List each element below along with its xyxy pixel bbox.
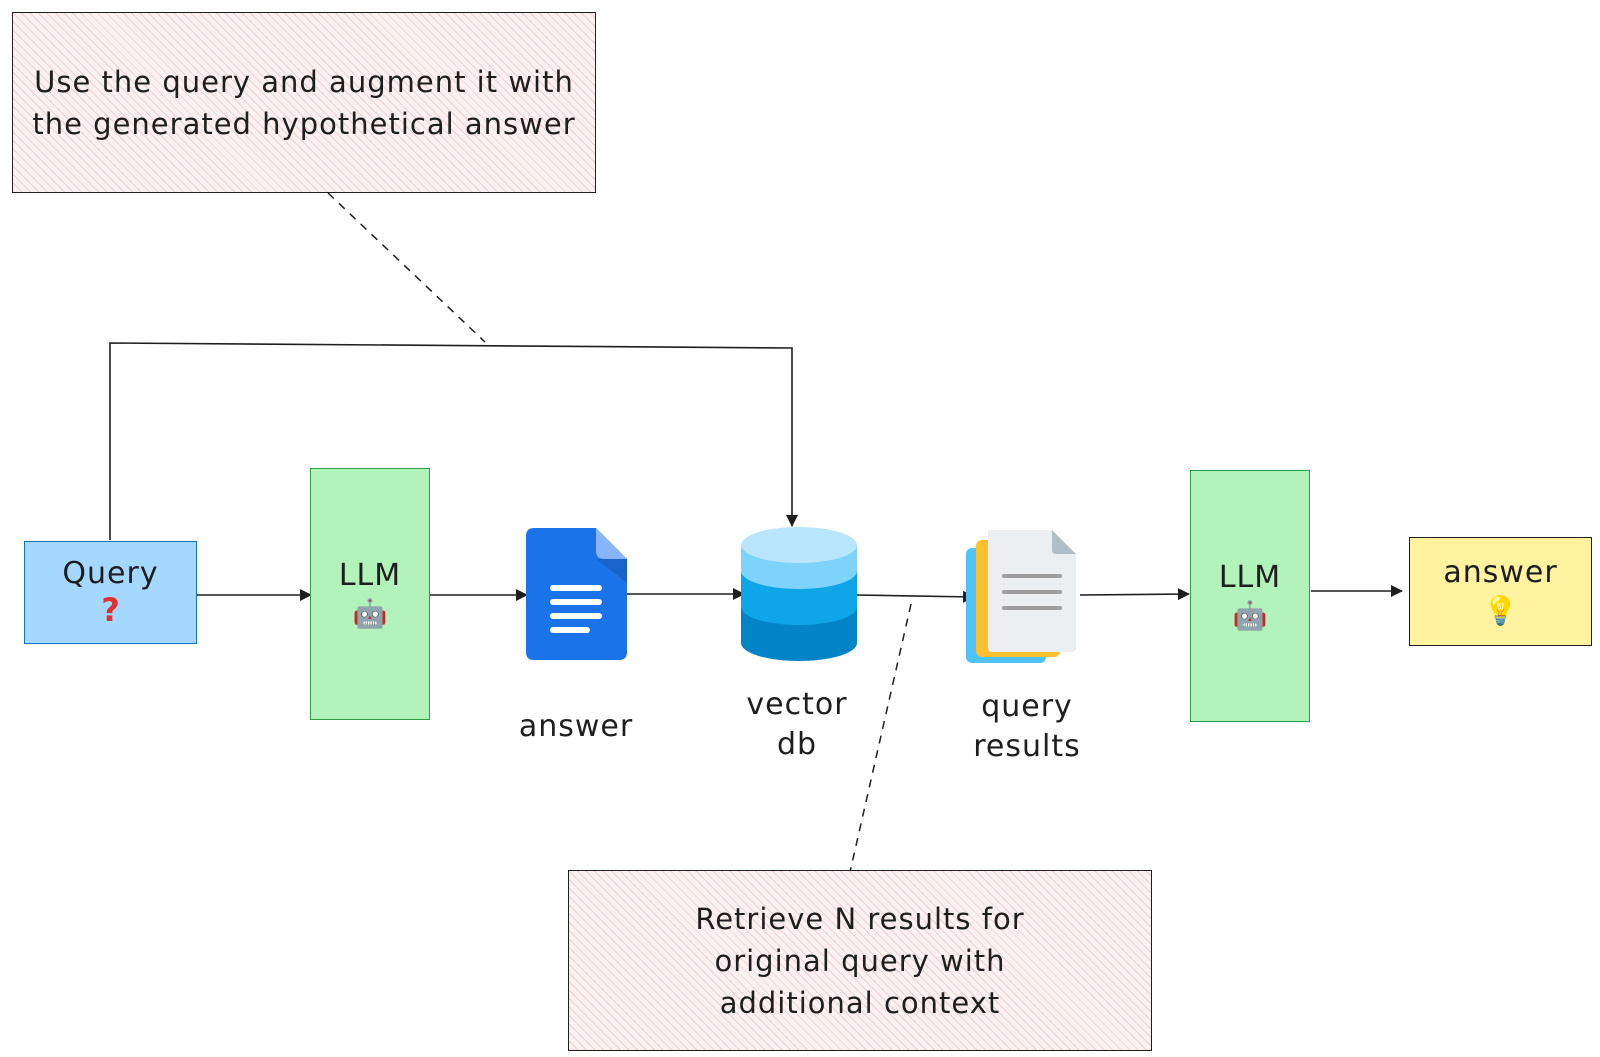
answer-caption-text: answer <box>518 709 634 744</box>
vector-db-caption: vector db <box>727 685 867 765</box>
vector-db-to-results-arrow <box>855 590 975 603</box>
top-note-text: Use the query and augment it with the ge… <box>32 64 576 141</box>
llm-node-2: LLM 🤖 <box>1190 470 1310 722</box>
top-note: Use the query and augment it with the ge… <box>12 12 596 193</box>
query-results-caption-line1: query <box>981 689 1073 724</box>
query-to-vector-db-arrow <box>109 342 798 540</box>
documents-stack-icon <box>966 530 1076 663</box>
answer-caption: answer <box>506 707 646 747</box>
question-mark-icon: ? <box>101 591 120 629</box>
query-node: Query ? <box>24 541 197 644</box>
query-results-caption: query results <box>952 687 1102 767</box>
query-label: Query <box>62 556 159 591</box>
llm-1-label: LLM <box>338 557 402 593</box>
bottom-note-text: Retrieve N results for original query wi… <box>695 901 1025 1020</box>
query-results-caption-line2: results <box>973 729 1081 764</box>
vector-db-caption-line2: db <box>776 727 818 762</box>
llm-node-1: LLM 🤖 <box>310 468 430 720</box>
robot-icon: 🤖 <box>1232 598 1268 632</box>
document-icon <box>526 528 627 660</box>
top-note-connector <box>327 192 486 343</box>
final-answer-label: answer <box>1443 555 1558 590</box>
bottom-note-connector <box>849 603 912 873</box>
lightbulb-icon: 💡 <box>1483 594 1518 627</box>
vector-db-caption-line1: vector <box>746 687 848 722</box>
final-answer-node: answer 💡 <box>1409 537 1592 646</box>
llm-2-label: LLM <box>1218 559 1282 595</box>
bottom-note: Retrieve N results for original query wi… <box>568 870 1152 1051</box>
results-to-llm-arrow <box>1079 588 1190 601</box>
robot-icon: 🤖 <box>352 596 388 630</box>
database-icon <box>741 527 857 661</box>
